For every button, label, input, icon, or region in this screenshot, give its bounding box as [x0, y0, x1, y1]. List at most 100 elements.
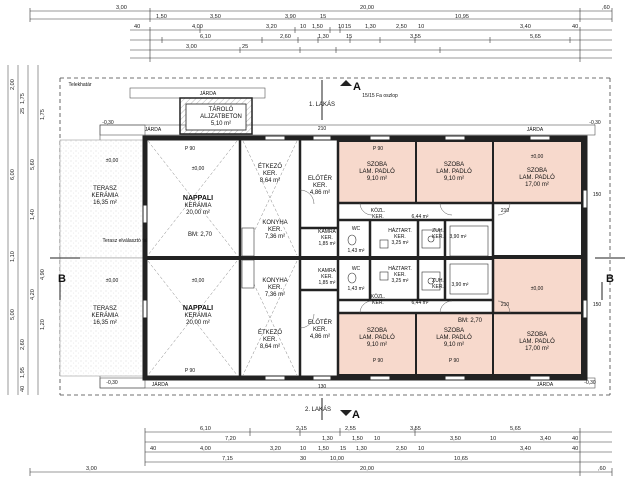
room-floor: KERÁMIA: [91, 192, 118, 199]
dim-label: 1,50: [352, 436, 363, 442]
dim-label: 2,55: [345, 426, 356, 432]
room-name: ELŐTÉR: [308, 175, 333, 182]
room-name: ELŐTÉR: [308, 319, 333, 326]
dim-label: 15: [340, 446, 346, 452]
room-area: 6,44 m²: [412, 214, 429, 220]
room-name: TÁROLÓ: [209, 106, 234, 113]
dim-label: 3,55: [410, 34, 421, 40]
dim-label: 15: [320, 14, 326, 20]
room-floor: KER.: [263, 171, 277, 177]
dim-label: 10,00: [330, 456, 344, 462]
section-marker-b: [50, 257, 625, 300]
dim-label: 4,90: [40, 269, 46, 280]
room-name: TERASZ: [93, 186, 117, 192]
dim-label: 3,20: [266, 24, 277, 30]
room-name: ÉTKEZŐ: [258, 329, 282, 336]
dim-label: 3,00: [86, 466, 97, 472]
left-dimension-labels: 2,00 6,00 1,10 5,00 2,60 1,95 40 1,75 25…: [10, 79, 46, 392]
dim-label: 3,00: [186, 44, 197, 50]
dim-label: 3,50: [450, 436, 461, 442]
room-name: KAMRA: [318, 229, 336, 235]
room-area: 20,00 m²: [186, 320, 210, 326]
dim-label: 3,40: [540, 436, 551, 442]
room-name: KÖZL.: [371, 293, 385, 300]
dim-label: 1,30: [318, 34, 329, 40]
room-area: 5,10 m²: [211, 121, 231, 127]
dim-label: 1,50: [318, 446, 329, 452]
dim-label: 1,50: [312, 24, 323, 30]
dim-label: 1,95: [20, 367, 26, 378]
property-line-label: Telekhatár: [68, 82, 91, 88]
dim-label: 3,00: [116, 5, 127, 11]
top-dimension-labels: 3,00 20,00 ,60 1,50 3,50 3,90 15 10,95 4…: [116, 5, 610, 50]
dim-label: 3,20: [270, 446, 281, 452]
dim-label: 7,20: [225, 436, 236, 442]
dim-label: 1,30: [322, 436, 333, 442]
dim-label: 2,50: [396, 24, 407, 30]
room-floor: KER.: [263, 337, 277, 343]
opening-label: 150: [593, 302, 602, 308]
sidewalk-label: JÁRDA: [200, 90, 217, 97]
room-floor: KERÁMIA: [184, 202, 211, 209]
sanitary-fixtures: [347, 225, 489, 295]
room-area: 3,25 m²: [392, 240, 409, 246]
bottom-dimension-labels: 6,10 2,15 2,55 3,55 5,65 7,20 1,30 1,50 …: [86, 426, 606, 472]
dim-label: 40: [572, 24, 578, 30]
level-mark: -0,30: [102, 120, 114, 126]
room-floor: ALJZATBETON: [200, 114, 242, 120]
sidewalk-label: JÁRDA: [527, 126, 544, 133]
dim-label: 2,60: [280, 34, 291, 40]
opening-label: 150: [593, 192, 602, 198]
dim-label: 3,55: [410, 426, 421, 432]
dim-label: 5,60: [30, 159, 36, 170]
opening-label: P 90: [185, 368, 195, 374]
sidewalk-label: JÁRDA: [145, 126, 162, 133]
dim-label: 10: [300, 446, 306, 452]
room-area: 1,43 m²: [348, 286, 365, 292]
room-floor: KER.: [394, 272, 406, 278]
opening-label: 130: [318, 384, 327, 390]
dim-label: 1,75: [20, 93, 26, 104]
room-name: NAPPALI: [183, 195, 213, 202]
unit-label: 2. LAKÁS: [305, 406, 331, 413]
level-mark: -0,30: [584, 380, 596, 386]
room-area: 17,00 m²: [525, 182, 549, 188]
opening-labels: P 90 P 90 P 90 P 90 P 90 210 130 150 150…: [185, 126, 601, 390]
room-floor: KER.: [372, 300, 384, 306]
dim-label: 25: [242, 44, 248, 50]
opening-label: P 90: [373, 146, 383, 152]
level-mark: ±0,00: [106, 158, 119, 164]
room-name: KAMRA: [318, 268, 336, 274]
section-a-label: A: [352, 409, 360, 421]
dim-label: 1,10: [10, 251, 16, 262]
room-floor: KER.: [313, 327, 327, 333]
room-area: 9,10 m²: [367, 176, 387, 182]
dim-label: 2,15: [296, 426, 307, 432]
dim-label: 5,65: [510, 426, 521, 432]
room-name: SZOBA: [527, 332, 547, 338]
room-area: 7,36 m²: [265, 292, 285, 298]
room-floor: KER.: [432, 234, 444, 240]
dim-label: 30: [300, 456, 306, 462]
room-floor: LAM. PADLÓ: [436, 168, 472, 175]
opening-label: 210: [318, 126, 327, 132]
dim-label: 3,90: [285, 14, 296, 20]
room-area: 6,44 m²: [412, 300, 429, 306]
storage-room: [179, 97, 253, 135]
dim-label: 20,00: [360, 466, 374, 472]
room-area: 7,36 m²: [265, 234, 285, 240]
room-floor: KER.: [432, 284, 444, 290]
unit-label: 1. LAKÁS: [309, 101, 335, 108]
dim-label: ,60: [602, 5, 610, 11]
level-mark: -0,30: [106, 380, 118, 386]
room-floor: KER.: [268, 227, 282, 233]
room-name: SZOBA: [444, 162, 464, 168]
room-name: ZUH.: [432, 278, 444, 284]
dim-label: 15: [345, 24, 351, 30]
ceiling-height: BM: 2,70: [188, 232, 213, 238]
dim-label: 3,50: [210, 14, 221, 20]
room-name: SZOBA: [527, 168, 547, 174]
dim-label: 10: [374, 436, 380, 442]
room-floor: KERÁMIA: [184, 312, 211, 319]
